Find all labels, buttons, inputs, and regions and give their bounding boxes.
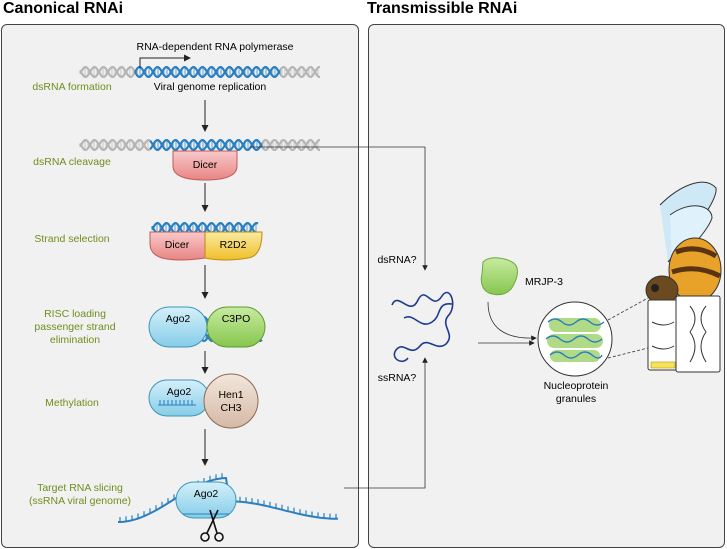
step-risc-loading: RISC loading passenger strand eliminatio… [34, 308, 116, 346]
hen1-shape [203, 373, 259, 429]
heading-transmissible-rnai: Transmissible RNAi [367, 0, 518, 17]
granule-contents [545, 318, 605, 362]
heading-canonical-rnai: Canonical RNAi [3, 0, 124, 17]
polymerase-arrow [139, 54, 191, 68]
dicer-label-cleavage: Dicer [192, 159, 218, 171]
step-strand-selection: Strand selection [34, 233, 110, 245]
scissors-icon [200, 509, 224, 542]
c3po-label: C3PO [221, 313, 251, 325]
canonical-panel [1, 24, 359, 548]
step-dsrna-formation: dsRNA formation [32, 81, 112, 93]
dicer-shape-strand [149, 231, 206, 261]
polymerase-label: RNA-dependent RNA polymerase [136, 41, 294, 53]
r2d2-shape [204, 231, 263, 261]
tangled-rna [391, 291, 454, 363]
step-methylation: Methylation [45, 397, 99, 409]
transmission-connectors [250, 146, 537, 489]
dsrna-helix-cleavage [79, 139, 320, 151]
ago2-label-slicing: Ago2 [193, 488, 219, 500]
honeybee-icon [645, 181, 722, 373]
dicer-label-strand: Dicer [164, 239, 190, 251]
dsrna-question-label: dsRNA? [377, 254, 417, 266]
step-dsrna-cleavage: dsRNA cleavage [33, 156, 111, 168]
granules-label: Nucleoprotein granules [543, 380, 609, 405]
ago2-label-methylation: Ago2 [166, 386, 192, 398]
sirna-helix-strand-selection [151, 222, 259, 234]
hen1-label: Hen1 CH3 [218, 389, 244, 414]
replication-label: Viral genome replication [153, 81, 267, 93]
guide-strand-methylation [158, 400, 196, 406]
mrjp3-shape [480, 257, 518, 296]
zoom-lines [607, 297, 649, 359]
dicer-shape-cleavage [172, 150, 238, 181]
step-target-rna-slicing: Target RNA slicing (ssRNA viral genome) [28, 482, 132, 507]
mrjp3-label: MRJP-3 [525, 276, 563, 288]
r2d2-label: R2D2 [219, 239, 247, 251]
ago2-shape-slicing [175, 481, 237, 519]
dsrna-helix-replication [79, 66, 320, 78]
c3po-shape [206, 306, 266, 348]
ssrna-question-label: ssRNA? [377, 372, 417, 384]
ago2-label-risc: Ago2 [165, 313, 191, 325]
